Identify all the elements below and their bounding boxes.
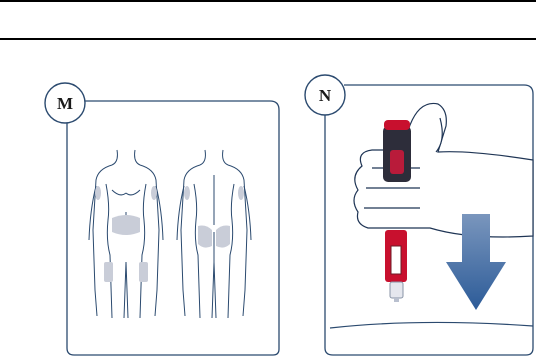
- skin-line: [330, 322, 533, 328]
- badge-m: M: [45, 83, 85, 123]
- body-back: [177, 150, 251, 318]
- hand-illustration: [354, 103, 533, 237]
- badge-n: N: [305, 75, 345, 115]
- panel-m: M: [45, 83, 279, 355]
- badge-m-label: M: [57, 94, 73, 113]
- panel-n: N: [305, 75, 533, 355]
- badge-n-label: N: [319, 86, 332, 105]
